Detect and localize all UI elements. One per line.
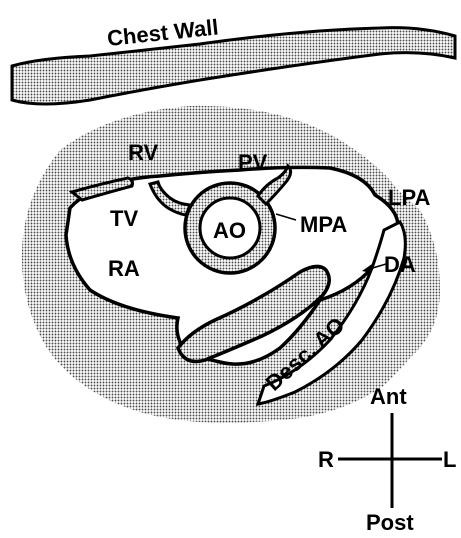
label-ra: RA xyxy=(108,256,140,281)
label-ao: AO xyxy=(213,218,246,243)
orientation-label-posterior: Post xyxy=(366,510,414,535)
label-da: DA xyxy=(384,252,416,277)
label-lpa: LPA xyxy=(388,185,430,210)
chest-wall-band xyxy=(12,28,455,104)
label-mpa: MPA xyxy=(300,212,347,237)
label-rv: RV xyxy=(128,140,158,165)
orientation-label-left: L xyxy=(443,447,456,472)
label-tv: TV xyxy=(110,206,138,231)
orientation-label-right: R xyxy=(318,447,334,472)
orientation-label-anterior: Ant xyxy=(370,384,407,409)
label-pv: PV xyxy=(238,150,268,175)
